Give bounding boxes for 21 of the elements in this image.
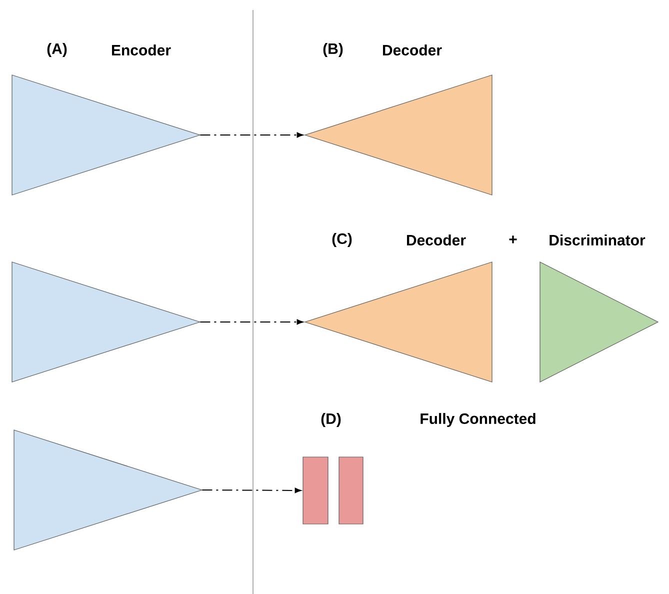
heading-label: (D) xyxy=(321,413,341,427)
heading-label: (B) xyxy=(323,43,343,57)
heading-label: Fully Connected xyxy=(420,413,536,427)
heading-label: Decoder xyxy=(383,44,442,56)
layer-bar xyxy=(302,456,328,524)
heading-label: (A) xyxy=(47,43,67,57)
triangle-shape xyxy=(304,262,492,382)
triangle-shape xyxy=(12,262,201,382)
arrow xyxy=(200,319,304,325)
triangle-shape xyxy=(12,74,201,196)
arrow xyxy=(200,132,304,138)
arrow xyxy=(202,488,302,494)
heading-label: Decoder xyxy=(407,234,466,246)
heading-label: Encoder xyxy=(112,44,171,56)
heading-label: (C) xyxy=(332,233,352,247)
layer-bar xyxy=(338,456,364,524)
triangle-shape xyxy=(14,430,203,550)
heading-label: Discriminator xyxy=(550,234,646,246)
triangle-shape xyxy=(304,74,492,196)
triangle-shape xyxy=(540,262,659,382)
heading-label: + xyxy=(509,236,517,244)
